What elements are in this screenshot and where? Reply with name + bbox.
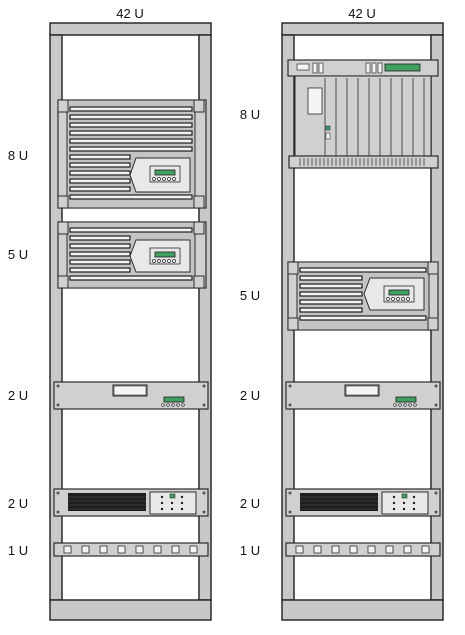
rack-top-bar xyxy=(281,22,444,36)
vent-slots xyxy=(69,106,193,200)
display-screen xyxy=(388,289,410,296)
vent-slots xyxy=(69,227,193,281)
ups-5u-module[interactable] xyxy=(57,221,207,289)
unit-size-label: 8 U xyxy=(8,148,28,163)
ups-8u-module[interactable] xyxy=(57,99,207,209)
display-screen xyxy=(154,251,176,258)
display-screen xyxy=(395,396,417,403)
pdu-1u-strip[interactable] xyxy=(53,542,209,557)
unit-size-label: 2 U xyxy=(240,388,260,403)
display-screen xyxy=(384,63,421,72)
unit-size-label: 5 U xyxy=(8,247,28,262)
rack-capacity-label: 42 U xyxy=(348,6,375,21)
unit-size-label: 1 U xyxy=(240,543,260,558)
rack-right: 42 U xyxy=(281,6,444,621)
rack-base xyxy=(281,599,444,621)
display-screen xyxy=(163,396,185,403)
ups-2u-display-unit[interactable] xyxy=(285,381,441,410)
rack-top-bar xyxy=(49,22,212,36)
rack-left: 42 U xyxy=(49,6,212,621)
ups-5u-module[interactable] xyxy=(287,261,439,331)
unit-size-label: 2 U xyxy=(8,388,28,403)
ups-2u-vent-unit[interactable] xyxy=(53,488,209,517)
pdu-1u-strip[interactable] xyxy=(285,542,441,557)
ups-2u-vent-unit[interactable] xyxy=(285,488,441,517)
unit-size-label: 2 U xyxy=(240,496,260,511)
unit-size-label: 8 U xyxy=(240,107,260,122)
unit-size-label: 5 U xyxy=(240,288,260,303)
rack-base xyxy=(49,599,212,621)
ups-2u-display-unit[interactable] xyxy=(53,381,209,410)
rack-capacity-label: 42 U xyxy=(116,6,143,21)
vent-grille xyxy=(68,493,146,511)
vent-grille xyxy=(300,493,378,511)
display-screen xyxy=(154,169,176,176)
vent-slots xyxy=(299,267,427,321)
ups-8u-modular-chassis[interactable] xyxy=(287,59,439,169)
unit-size-label: 1 U xyxy=(8,543,28,558)
unit-size-label: 2 U xyxy=(8,496,28,511)
